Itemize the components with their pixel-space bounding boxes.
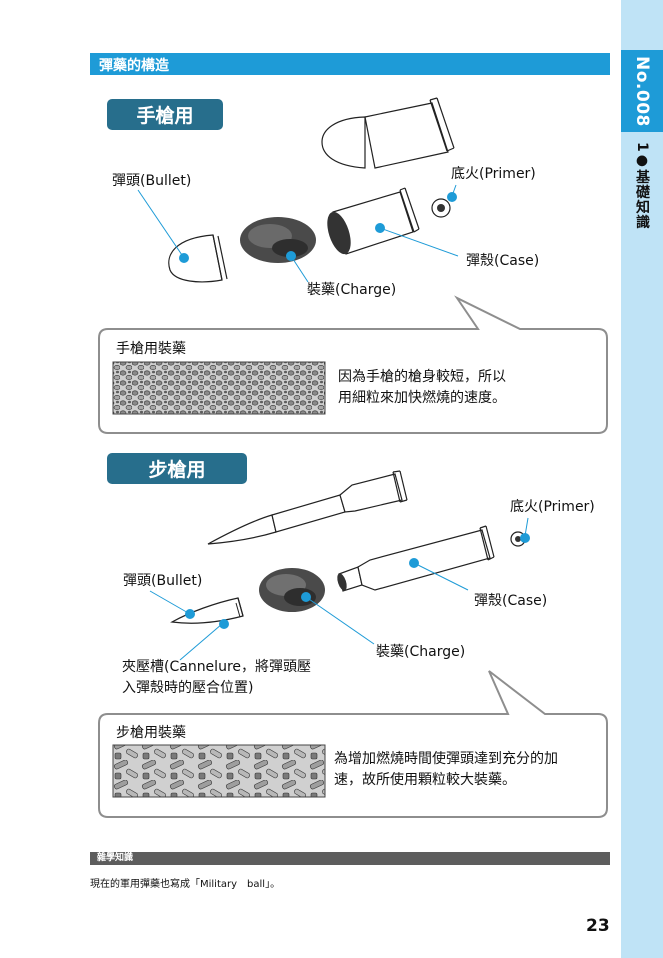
chapter-category-text: 1●基礎知識 <box>634 142 650 230</box>
trivia-bar <box>90 852 610 865</box>
rifle-case-shape <box>337 525 495 592</box>
pistol-charge-label: 裝藥(Charge) <box>307 282 397 298</box>
pistol-primer-label: 底火(Primer) <box>451 166 536 182</box>
rifle-box-description: 為增加燃燒時間使彈頭達到充分的加 速，故所使用顆粒較大裝藥。 <box>334 749 558 791</box>
title-bar <box>90 53 610 75</box>
pistol-charge-pile <box>240 217 316 263</box>
chapter-category: 1●基礎知識 <box>621 142 663 230</box>
rifle-charge-label: 裝藥(Charge) <box>376 644 466 660</box>
cannelure-line-2: 入彈殼時的壓合位置) <box>122 680 254 696</box>
pistol-primer-shape <box>431 198 451 218</box>
pistol-section-badge: 手槍用 <box>107 99 223 130</box>
pistol-bullet-label: 彈頭(Bullet) <box>112 173 192 189</box>
pistol-desc-line-2: 用細粒來加快燃燒的速度。 <box>338 390 506 406</box>
trivia-text: 現在的軍用彈藥也寫成「Military ball」。 <box>90 879 281 890</box>
pistol-box-title: 手槍用裝藥 <box>116 341 186 357</box>
pistol-case-label: 彈殼(Case) <box>466 253 540 269</box>
chapter-number-text: No.008 <box>632 55 652 127</box>
pistol-desc-line-1: 因為手槍的槍身較短，所以 <box>338 369 506 385</box>
rifle-primer-label: 底火(Primer) <box>510 499 595 515</box>
rifle-desc-line-1: 為增加燃燒時間使彈頭達到充分的加 <box>334 751 558 767</box>
page-number: 23 <box>586 916 610 936</box>
trivia-title: 雜學知識 <box>97 853 134 863</box>
rifle-bullet-label: 彈頭(Bullet) <box>123 573 203 589</box>
rifle-desc-line-2: 速，故所使用顆粒較大裝藥。 <box>334 772 516 788</box>
rifle-cannelure-label: 夾壓槽(Cannelure，將彈頭壓 入彈殼時的壓合位置) <box>122 657 311 699</box>
rifle-callout <box>98 670 608 818</box>
rifle-leader-lines <box>149 517 530 661</box>
pistol-callout <box>98 295 608 434</box>
chapter-number-tab <box>621 50 663 132</box>
rifle-charge-pile <box>259 568 325 612</box>
rifle-cartridge-assembled <box>207 470 408 545</box>
rifle-section-badge: 步槍用 <box>107 453 247 484</box>
page-title: 彈藥的構造 <box>99 58 169 74</box>
cannelure-line-1: 夾壓槽(Cannelure，將彈頭壓 <box>122 659 311 675</box>
rifle-bullet-shape <box>170 597 244 624</box>
pistol-case-shape <box>327 187 420 255</box>
pistol-box-description: 因為手槍的槍身較短，所以 用細粒來加快燃燒的速度。 <box>338 367 506 409</box>
sidebar-strip <box>621 0 663 958</box>
pistol-cartridge-assembled <box>321 97 455 169</box>
pistol-leader-lines <box>137 184 459 283</box>
pistol-bullet-shape <box>168 234 228 283</box>
rifle-case-label: 彈殼(Case) <box>474 593 548 609</box>
chapter-number: No.008 <box>621 50 663 132</box>
rifle-box-title: 步槍用裝藥 <box>116 725 186 741</box>
